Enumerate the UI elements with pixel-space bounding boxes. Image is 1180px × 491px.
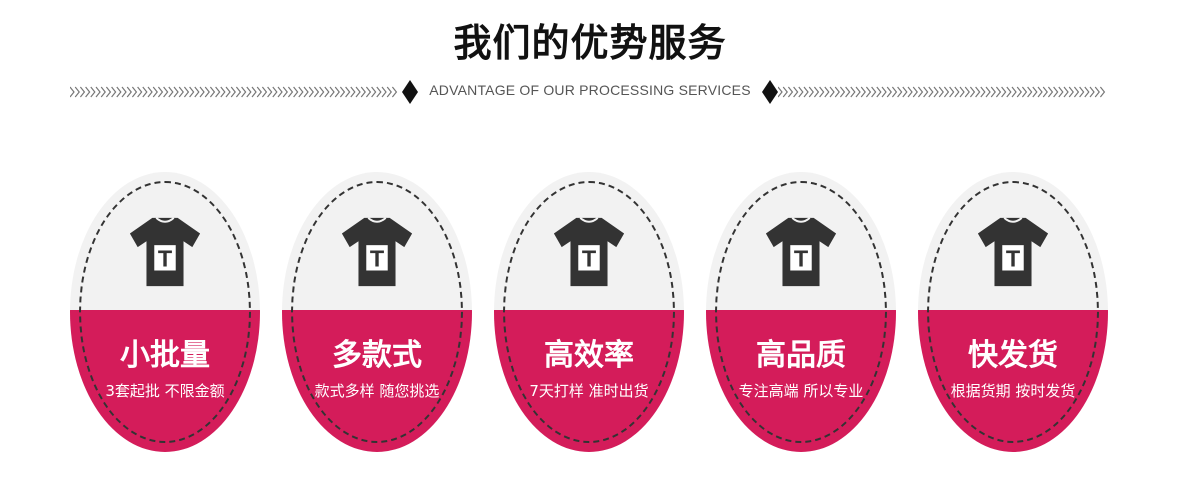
page-subtitle: ADVANTAGE OF OUR PROCESSING SERVICES xyxy=(429,82,751,98)
t-shirt-icon: T xyxy=(129,217,201,287)
svg-text:T: T xyxy=(158,246,173,272)
badge-dashed-ring xyxy=(715,181,887,443)
service-label: 小批量 xyxy=(120,338,210,373)
svg-text:T: T xyxy=(370,246,385,272)
right-chevron-divider xyxy=(778,86,1106,98)
t-shirt-icon: T xyxy=(553,217,625,287)
t-shirt-icon: T xyxy=(341,217,413,287)
service-description: 款式多样 随您挑选 xyxy=(314,382,440,400)
badge-dashed-ring xyxy=(927,181,1099,443)
service-badge-quality: T 高品质 专注高端 所以专业 xyxy=(706,172,896,452)
service-badge-efficiency: T 高效率 7天打样 准时出货 xyxy=(494,172,684,452)
service-label: 快发货 xyxy=(968,338,1058,373)
badge-dashed-ring xyxy=(291,181,463,443)
service-label: 高效率 xyxy=(544,338,634,373)
left-chevron-divider xyxy=(70,86,398,98)
service-label: 多款式 xyxy=(332,338,422,373)
t-shirt-icon: T xyxy=(765,217,837,287)
service-description: 3套起批 不限金额 xyxy=(105,382,225,400)
service-description: 根据货期 按时发货 xyxy=(950,382,1076,400)
badge-dashed-ring xyxy=(503,181,675,443)
service-badge-small-batch: T 小批量 3套起批 不限金额 xyxy=(70,172,260,452)
right-diamond-icon xyxy=(762,80,778,104)
svg-text:T: T xyxy=(1006,246,1021,272)
service-description: 专注高端 所以专业 xyxy=(738,382,864,400)
service-label: 高品质 xyxy=(756,338,846,373)
service-badge-fast-delivery: T 快发货 根据货期 按时发货 xyxy=(918,172,1108,452)
page-title: 我们的优势服务 xyxy=(453,21,727,65)
badge-dashed-ring xyxy=(79,181,251,443)
left-diamond-icon xyxy=(402,80,418,104)
svg-text:T: T xyxy=(794,246,809,272)
service-badge-variety: T 多款式 款式多样 随您挑选 xyxy=(282,172,472,452)
svg-text:T: T xyxy=(582,246,597,272)
service-description: 7天打样 准时出货 xyxy=(529,382,649,400)
t-shirt-icon: T xyxy=(977,217,1049,287)
